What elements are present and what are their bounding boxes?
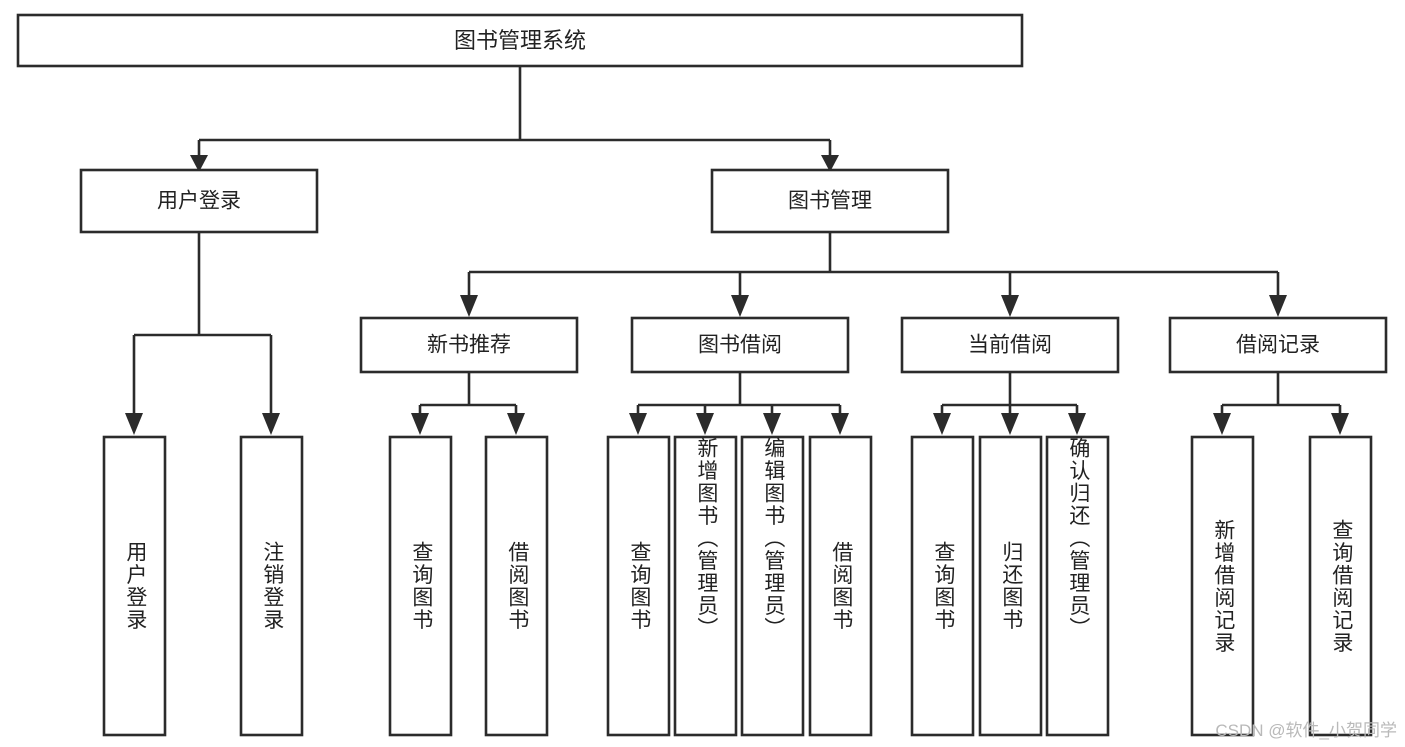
node-box[interactable]: [900, 316, 1120, 374]
node-leaf-user-logout[interactable]: [239, 435, 304, 737]
watermark-text: CSDN @软件_小贺同学: [1215, 721, 1397, 740]
arrow-head-icon: [1001, 295, 1019, 317]
arrow-head-icon: [629, 413, 647, 435]
node-leaf-confirm-return[interactable]: [1045, 435, 1110, 737]
node-label: 用户登录: [157, 190, 241, 213]
connector-bookborrow-to-leaves: [629, 372, 849, 435]
node-leaf-query-book-1[interactable]: [388, 435, 453, 737]
node-box[interactable]: [16, 13, 1024, 68]
connector-currentborrow-to-leaves: [933, 372, 1086, 435]
node-box[interactable]: [1168, 316, 1388, 374]
node-root-system[interactable]: 图书管理系统: [16, 13, 1024, 68]
node-leaf-borrow-book-1[interactable]: [484, 435, 549, 737]
connector-root-to-level2: [190, 66, 839, 172]
arrow-head-icon: [1068, 413, 1086, 435]
node-label: 图书管理: [788, 190, 872, 213]
node-user-login[interactable]: 用户登录: [79, 168, 319, 234]
node-book-manage[interactable]: 图书管理: [710, 168, 950, 234]
arrow-head-icon: [460, 295, 478, 317]
arrow-head-icon: [731, 295, 749, 317]
node-label: 图书管理系统: [454, 28, 586, 53]
arrow-head-icon: [125, 413, 143, 435]
node-current-borrow[interactable]: 当前借阅: [900, 316, 1120, 374]
arrow-head-icon: [933, 413, 951, 435]
node-label: 当前借阅: [968, 334, 1052, 357]
node-new-book-recommend[interactable]: 新书推荐: [359, 316, 579, 374]
arrow-head-icon: [507, 413, 525, 435]
node-borrow-record[interactable]: 借阅记录: [1168, 316, 1388, 374]
connector-userlogin-to-leaves: [125, 232, 280, 435]
node-box[interactable]: [79, 168, 319, 234]
arrow-head-icon: [411, 413, 429, 435]
arrow-head-icon: [1001, 413, 1019, 435]
connector-newbook-to-leaves: [411, 372, 525, 435]
node-leaf-return-book[interactable]: [978, 435, 1043, 737]
node-leaf-query-book-2[interactable]: [606, 435, 671, 737]
connector-borrowrecord-to-leaves: [1213, 372, 1349, 435]
node-label: 借阅记录: [1236, 334, 1320, 357]
connector-bookmanage-to-level3: [460, 232, 1287, 317]
node-leaf-query-record[interactable]: [1308, 435, 1373, 737]
arrow-head-icon: [190, 155, 208, 172]
arrow-head-icon: [1213, 413, 1231, 435]
node-box[interactable]: [359, 316, 579, 374]
arrow-head-icon: [831, 413, 849, 435]
node-leaf-user-login[interactable]: [102, 435, 167, 737]
node-box[interactable]: [630, 316, 850, 374]
node-label: 新书推荐: [427, 334, 511, 357]
node-leaf-add-book[interactable]: [673, 435, 738, 737]
node-leaf-query-book-3[interactable]: [910, 435, 975, 737]
node-book-borrow[interactable]: 图书借阅: [630, 316, 850, 374]
node-leaf-edit-book[interactable]: [740, 435, 805, 737]
arrow-head-icon: [763, 413, 781, 435]
arrow-head-icon: [1269, 295, 1287, 317]
arrow-head-icon: [696, 413, 714, 435]
node-box[interactable]: [710, 168, 950, 234]
node-label: 图书借阅: [698, 334, 782, 357]
arrow-head-icon: [821, 155, 839, 172]
node-leaf-add-record[interactable]: [1190, 435, 1255, 737]
arrow-head-icon: [262, 413, 280, 435]
node-leaf-borrow-book-2[interactable]: [808, 435, 873, 737]
arrow-head-icon: [1331, 413, 1349, 435]
